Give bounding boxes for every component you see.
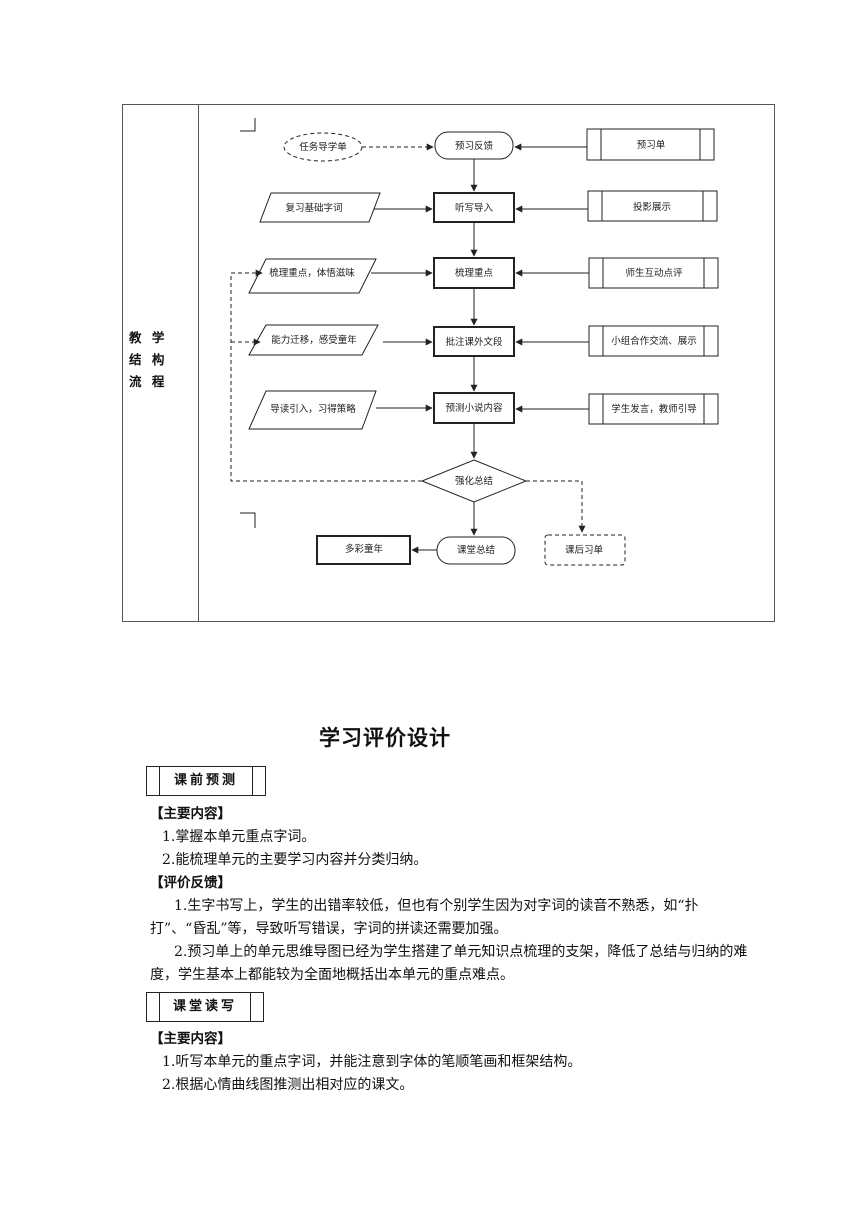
node-homework	[544, 534, 626, 566]
row-label-line-2: 结 构	[129, 352, 165, 367]
teaching-flow-table: 教 学 结 构 流 程	[122, 104, 775, 622]
main-content-label-2: 【主要内容】	[150, 1031, 231, 1047]
label-colorful-childhood: 多彩童年	[345, 543, 384, 555]
label-sort-key: 梳理重点，体悟滋味	[269, 267, 355, 279]
section-title: 学习评价设计	[319, 726, 451, 750]
label-class-summary: 课堂总结	[457, 544, 495, 556]
node-projection	[587, 190, 718, 222]
node-sort-key	[248, 258, 377, 294]
flowchart-diagram: 任务导学单 预习反馈 预习单 复习基础字词 听写导入 投影展示 梳理重点，体悟滋…	[230, 118, 719, 566]
label-student-speak: 学生发言，教师引导	[611, 403, 697, 415]
label-reading-guide: 导读引入，习得策略	[270, 403, 356, 415]
label-projection: 投影展示	[633, 201, 671, 213]
class-item-1: 1.听写本单元的重点字词，并能注意到字体的笔顺笔画和框架结构。	[162, 1054, 582, 1070]
node-group-work	[588, 325, 719, 357]
in-class-block: 【主要内容】 1.听写本单元的重点字词，并能注意到字体的笔顺笔画和框架结构。 2…	[150, 1028, 750, 1097]
node-reading-guide	[248, 390, 377, 430]
main-content-label: 【主要内容】	[150, 806, 231, 822]
pre-item-2: 2.能梳理单元的主要学习内容并分类归纳。	[162, 852, 428, 868]
label-homework: 课后习单	[565, 544, 604, 556]
class-item-2: 2.根据心情曲线图推测出相对应的课文。	[162, 1077, 414, 1093]
feedback-paragraph-1: 1.生字书写上，学生的出错率较低，但也有个别学生因为对字词的读音不熟悉，如“扑打…	[150, 898, 699, 937]
label-review-words: 复习基础字词	[285, 202, 342, 214]
label-preview-sheet: 预习单	[637, 139, 666, 151]
node-preview-sheet	[586, 128, 715, 161]
feedback-paragraph-2: 2.预习单上的单元思维导图已经为学生搭建了单元知识点梳理的支架，降低了总结与归纳…	[150, 944, 748, 983]
feedback-label: 【评价反馈】	[150, 875, 231, 891]
label-predict: 预测小说内容	[445, 402, 503, 414]
row-label: 教 学 结 构 流 程	[129, 327, 191, 393]
row-label-line-1: 教 学	[129, 330, 165, 345]
label-dictation-intro: 听写导入	[455, 203, 494, 214]
pre-class-block: 【主要内容】 1.掌握本单元重点字词。 2.能梳理单元的主要学习内容并分类归纳。…	[150, 803, 750, 987]
row-label-line-3: 流 程	[129, 374, 165, 389]
label-annotate: 批注课外文段	[445, 336, 503, 348]
node-review-words	[259, 192, 381, 223]
corner-mark-bottom	[240, 512, 256, 528]
label-task-guide: 任务导学单	[299, 141, 347, 153]
corner-mark-top	[240, 118, 256, 132]
label-group-work: 小组合作交流、展示	[611, 335, 697, 347]
tag-pre-class: 课前预测	[146, 766, 266, 796]
label-sort-focus: 梳理重点	[455, 267, 494, 279]
pre-item-1: 1.掌握本单元重点字词。	[162, 829, 316, 845]
table-divider	[198, 105, 199, 621]
label-preview-feedback: 预习反馈	[455, 140, 494, 152]
label-reinforce: 强化总结	[455, 475, 493, 487]
label-ability-transfer: 能力迁移，感受童年	[271, 334, 357, 346]
label-teacher-student: 师生互动点评	[625, 267, 683, 279]
tag-in-class: 课堂读写	[146, 992, 264, 1022]
node-colorful-childhood	[316, 535, 411, 565]
